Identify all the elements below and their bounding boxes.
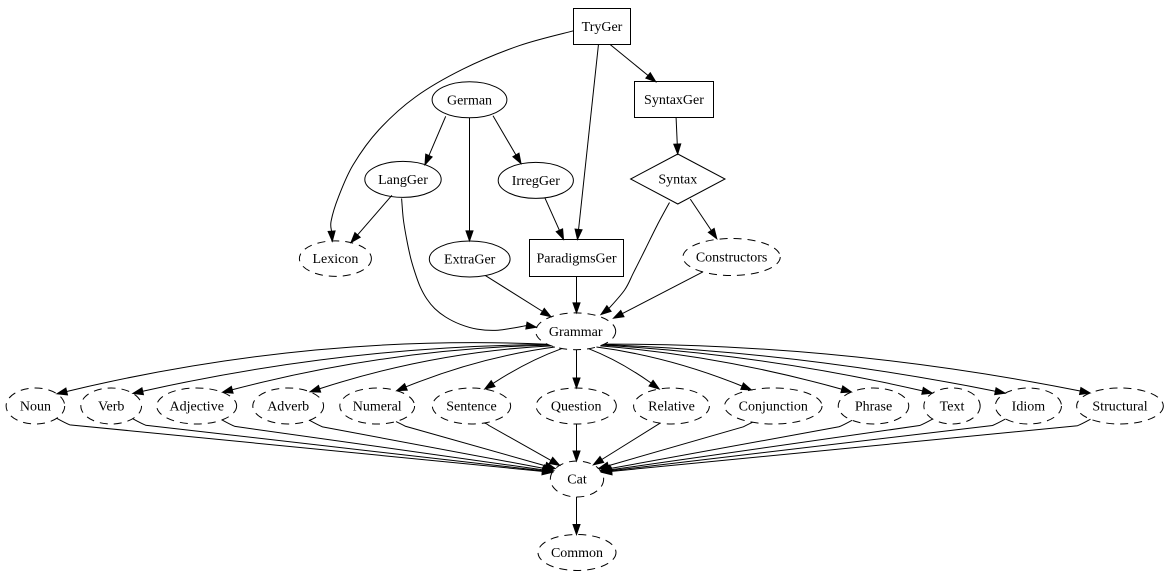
svg-text:Adjective: Adjective: [169, 400, 223, 415]
svg-text:Idiom: Idiom: [1012, 400, 1046, 415]
svg-text:ExtraGer: ExtraGer: [444, 253, 496, 268]
svg-text:TryGer: TryGer: [582, 20, 623, 35]
svg-text:Phrase: Phrase: [855, 400, 892, 415]
svg-text:Constructors: Constructors: [696, 251, 768, 266]
svg-text:Conjunction: Conjunction: [739, 400, 808, 415]
svg-text:Lexicon: Lexicon: [312, 252, 358, 267]
svg-text:SyntaxGer: SyntaxGer: [644, 93, 704, 108]
svg-text:Numeral: Numeral: [353, 400, 402, 415]
svg-text:LangGer: LangGer: [378, 173, 428, 188]
svg-text:Relative: Relative: [648, 400, 695, 415]
svg-text:Adverb: Adverb: [267, 400, 309, 415]
svg-text:Common: Common: [551, 546, 603, 561]
svg-text:Structural: Structural: [1092, 400, 1147, 415]
svg-text:Question: Question: [551, 400, 602, 415]
svg-text:Cat: Cat: [567, 473, 587, 488]
svg-text:Text: Text: [940, 400, 965, 415]
svg-text:ParadigmsGer: ParadigmsGer: [536, 252, 616, 267]
svg-text:IrregGer: IrregGer: [512, 174, 561, 189]
svg-text:Grammar: Grammar: [549, 325, 603, 340]
svg-text:Verb: Verb: [98, 400, 124, 415]
svg-text:German: German: [447, 93, 492, 108]
svg-text:Syntax: Syntax: [658, 173, 697, 188]
svg-text:Sentence: Sentence: [446, 400, 497, 415]
svg-text:Noun: Noun: [20, 400, 51, 415]
